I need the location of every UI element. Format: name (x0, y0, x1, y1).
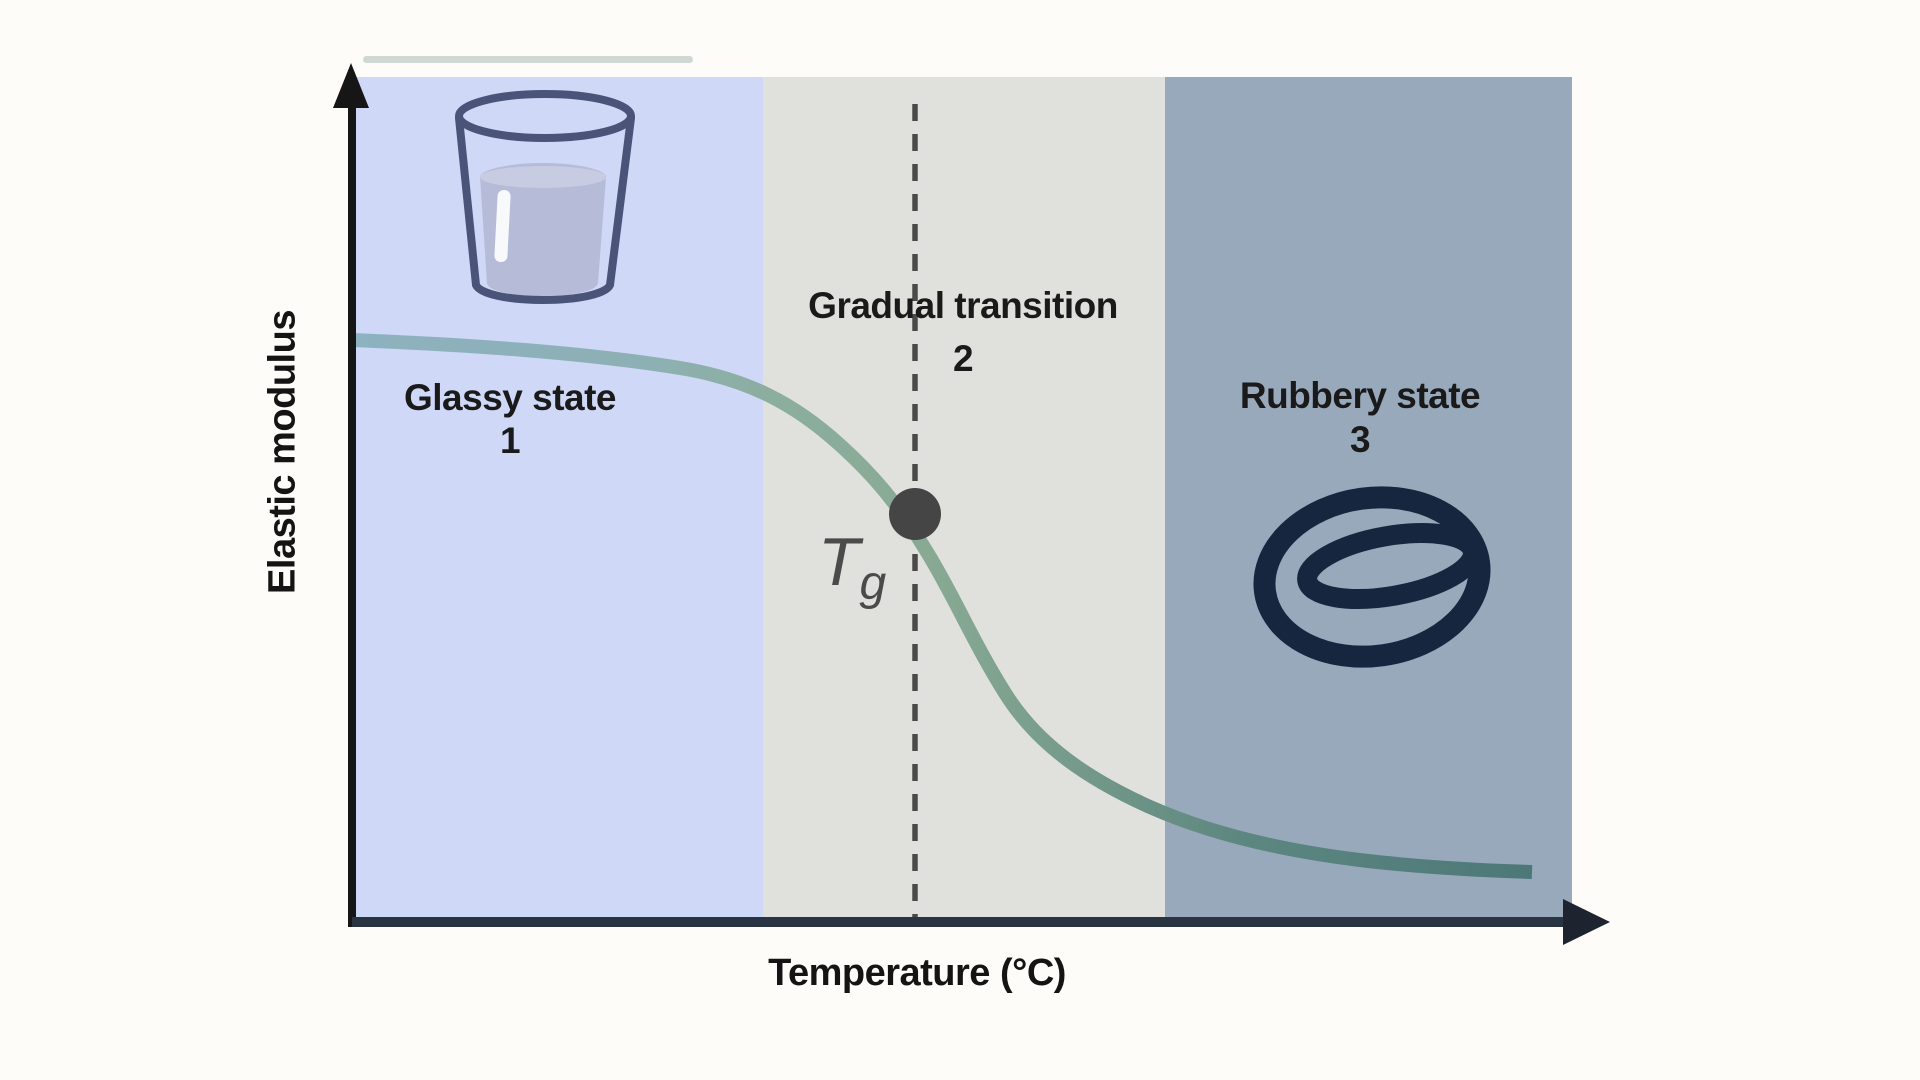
tg-symbol: T (818, 524, 860, 600)
coiled-rubber-band-icon (1253, 486, 1491, 668)
top-edge-artifact (363, 56, 693, 63)
rubbery-state-number: 3 (1349, 419, 1371, 460)
gradual-transition-title: Gradual transition (808, 285, 1118, 326)
gradual-transition-number: 2 (952, 338, 974, 379)
tg-point-marker (889, 488, 941, 540)
gradual-transition-label: Gradual transition 2 (808, 279, 1118, 385)
y-axis-line (348, 95, 356, 927)
glassy-state-label: Glassy state 1 (403, 376, 617, 462)
tg-annotation: Tg (818, 528, 886, 608)
x-axis-line (352, 917, 1568, 927)
water-glass-icon (455, 90, 635, 305)
y-axis-arrowhead-icon (333, 63, 369, 108)
y-axis-label: Elastic modulus (261, 310, 304, 594)
elastic-modulus-curve (351, 333, 1533, 879)
x-axis-label: Temperature (°C) (768, 952, 1066, 994)
glassy-state-number: 1 (499, 420, 521, 461)
tg-subscript: g (859, 557, 887, 610)
x-axis-arrowhead-icon (1563, 899, 1610, 945)
rubbery-state-title: Rubbery state (1239, 375, 1481, 416)
rubbery-state-label: Rubbery state 3 (1239, 374, 1481, 462)
glassy-state-title: Glassy state (403, 377, 617, 418)
